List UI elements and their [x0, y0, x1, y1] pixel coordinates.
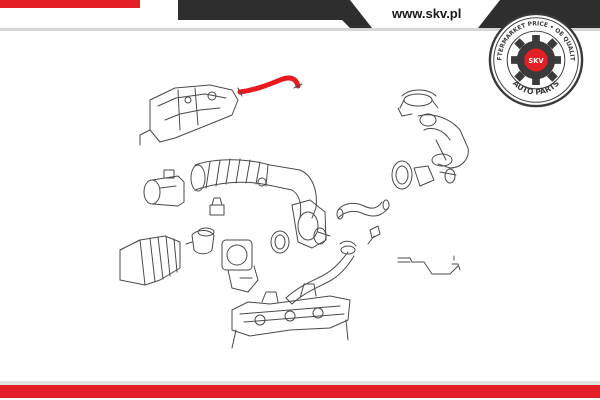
- thin-rod: [397, 255, 461, 275]
- rubber-elbow: [185, 227, 215, 255]
- maf-sensor: [143, 169, 185, 207]
- top-left-accent: [0, 0, 140, 8]
- throttle-body: [221, 239, 259, 293]
- right-intake-connector: [417, 113, 469, 169]
- air-filter-box: [119, 235, 181, 286]
- hose-clamp-ring: [270, 230, 290, 254]
- top-banner: [0, 0, 600, 31]
- skv-seal-logo: SKV AFTERMARKET PRICE • OE QUALITY AUTO …: [488, 12, 584, 108]
- intake-duct: [190, 158, 317, 219]
- small-bolt: [367, 225, 381, 245]
- site-url: www.skv.pl: [392, 6, 462, 21]
- bottom-red-bar: [0, 381, 600, 398]
- seal-center-text: SKV: [528, 57, 544, 65]
- small-fitting: [209, 197, 225, 216]
- highlighted-hose: [237, 75, 301, 95]
- intake-system-drawing: [119, 75, 469, 349]
- breather-hose: [285, 240, 357, 305]
- gear-icon: [511, 35, 561, 85]
- upper-right-clamp: [397, 89, 439, 117]
- right-ring: [391, 160, 413, 190]
- curved-hose: [336, 199, 390, 220]
- engine-cover: [139, 84, 239, 146]
- intake-manifold: [231, 283, 351, 349]
- duct-flange: [291, 199, 331, 249]
